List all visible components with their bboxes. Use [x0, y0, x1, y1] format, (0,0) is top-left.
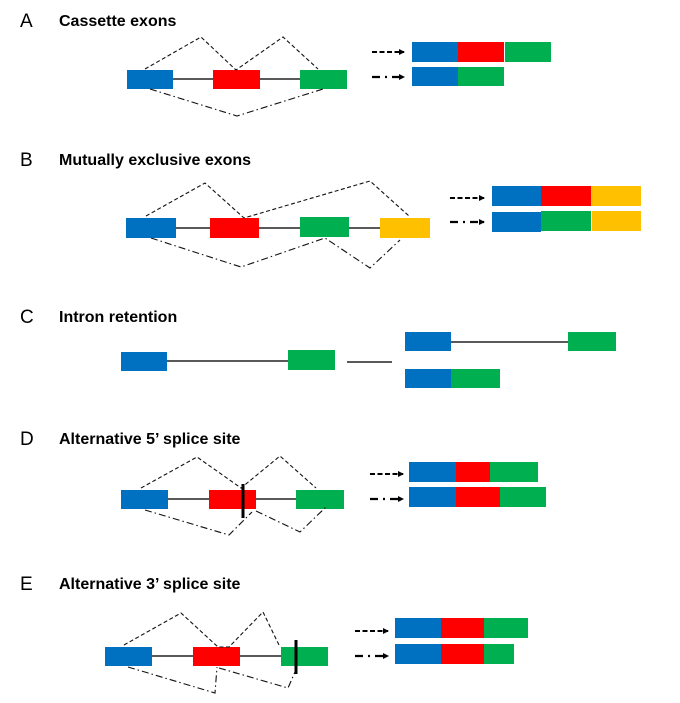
- mrna-product-1: [492, 186, 641, 206]
- exon-red: [456, 487, 500, 507]
- exon-green: [451, 369, 500, 388]
- inclusion-splice-path: [140, 455, 317, 489]
- exon-blue: [409, 462, 456, 482]
- exon-red: [213, 70, 260, 89]
- exon-green: [490, 462, 538, 482]
- skipping-splice-path: [144, 509, 253, 536]
- exon-green: [541, 211, 591, 231]
- panel-letter: A: [20, 11, 33, 32]
- mrna-product-1: [409, 462, 538, 482]
- skipping-splice-path: [255, 505, 328, 533]
- exon-red: [210, 218, 259, 238]
- exon-red: [441, 644, 484, 664]
- skipping-splice-path: [149, 88, 324, 117]
- exon-green: [300, 70, 347, 89]
- panel-title: Alternative 3’ splice site: [59, 576, 241, 593]
- mrna-product-2: [409, 487, 546, 507]
- panel-title: Alternative 5’ splice site: [59, 431, 241, 448]
- exon-red: [193, 647, 240, 666]
- exon-blue: [405, 369, 451, 388]
- exon-green: [505, 42, 551, 62]
- exon-green: [288, 350, 335, 370]
- inclusion-splice-path: [144, 36, 319, 71]
- exon-blue: [395, 644, 441, 664]
- panel-letter: D: [20, 429, 34, 450]
- panel-title: Cassette exons: [59, 13, 176, 30]
- panel-title: Mutually exclusive exons: [59, 152, 251, 169]
- skipping-splice-path: [127, 666, 218, 694]
- exon-green: [500, 487, 546, 507]
- panel-title: Intron retention: [59, 309, 177, 326]
- pre-mrna: [105, 611, 328, 694]
- exon-yellow: [591, 186, 641, 206]
- pre-mrna: [121, 455, 344, 536]
- skipping-splice-path: [218, 667, 296, 689]
- exon-blue: [492, 212, 541, 232]
- panel-letter: E: [20, 574, 33, 595]
- pre-mrna: [126, 180, 430, 269]
- panel-b: B Mutually exclusive exons: [20, 150, 641, 269]
- exon-green: [281, 647, 328, 666]
- mrna-product-1: [412, 42, 551, 62]
- panel-c: C Intron retention: [20, 307, 616, 388]
- mrna-product-2: [492, 211, 641, 232]
- exon-blue: [126, 218, 176, 238]
- exon-red: [541, 186, 591, 206]
- exon-green: [568, 332, 616, 351]
- mrna-product-1: [405, 332, 616, 351]
- pre-mrna: [127, 36, 347, 117]
- exon-red: [458, 42, 504, 62]
- exon-red: [209, 490, 256, 509]
- panel-a: A Cassette exons: [20, 11, 551, 117]
- exon-red: [456, 462, 490, 482]
- exon-green: [458, 67, 504, 86]
- exon-green: [296, 490, 344, 509]
- mrna-product-2: [405, 369, 500, 388]
- exon-red: [441, 618, 484, 638]
- mrna-product-1: [395, 618, 528, 638]
- exon-blue: [409, 487, 456, 507]
- mrna-product-2: [412, 67, 504, 86]
- panel-letter: C: [20, 307, 34, 328]
- exon-green: [300, 217, 349, 237]
- exon-blue: [412, 67, 458, 86]
- panel-letter: B: [20, 150, 33, 171]
- exon-blue: [127, 70, 173, 89]
- exon-blue: [121, 490, 168, 509]
- exon-blue: [412, 42, 458, 62]
- exon-blue: [492, 186, 541, 206]
- pre-mrna: [121, 350, 335, 371]
- inclusion-splice-path: [145, 180, 410, 219]
- panel-d: D Alternative 5’ splice site: [20, 429, 546, 536]
- exon-blue: [121, 352, 167, 371]
- exon-yellow: [592, 211, 641, 231]
- skipping-splice-path: [150, 237, 401, 269]
- exon-blue: [105, 647, 152, 666]
- inclusion-splice-path: [123, 611, 280, 648]
- panel-e: E Alternative 3’ splice site: [20, 574, 528, 694]
- exon-green: [484, 644, 514, 664]
- exon-green: [484, 618, 528, 638]
- exon-blue: [405, 332, 451, 351]
- mrna-product-2: [395, 644, 514, 664]
- exon-yellow: [380, 218, 430, 238]
- exon-blue: [395, 618, 441, 638]
